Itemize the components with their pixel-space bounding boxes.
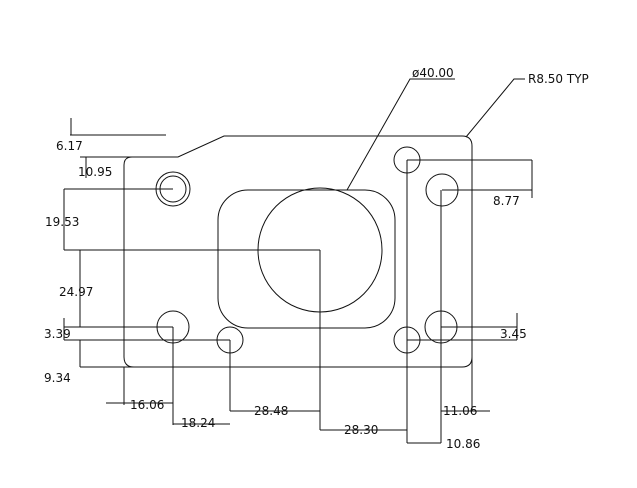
dim-9-34: 9.34 — [44, 371, 71, 385]
dim-3-39: 3.39 — [44, 327, 71, 341]
dim-28-30: 28.30 — [344, 423, 378, 437]
dim-24-97: 24.97 — [59, 285, 93, 299]
dim-10-95: 10.95 — [78, 165, 112, 179]
dim-6-17: 6.17 — [56, 139, 83, 153]
dim-10-86: 10.86 — [446, 437, 480, 451]
dimension-lines — [63, 118, 533, 444]
radius-leader — [465, 78, 525, 138]
diameter-leader — [346, 78, 455, 191]
dim-16-06: 16.06 — [130, 398, 164, 412]
flange-outline — [123, 135, 473, 368]
dim-3-45: 3.45 — [500, 327, 527, 341]
dim-18-24: 18.24 — [181, 416, 215, 430]
dim-8-77: 8.77 — [493, 194, 520, 208]
dim-11-06: 11.06 — [443, 404, 477, 418]
dim-28-48: 28.48 — [254, 404, 288, 418]
dim-19-53: 19.53 — [45, 215, 79, 229]
port-outline — [217, 189, 396, 329]
diameter-callout: ø40.00 — [412, 66, 454, 80]
radius-callout: R8.50 TYP — [528, 72, 589, 86]
